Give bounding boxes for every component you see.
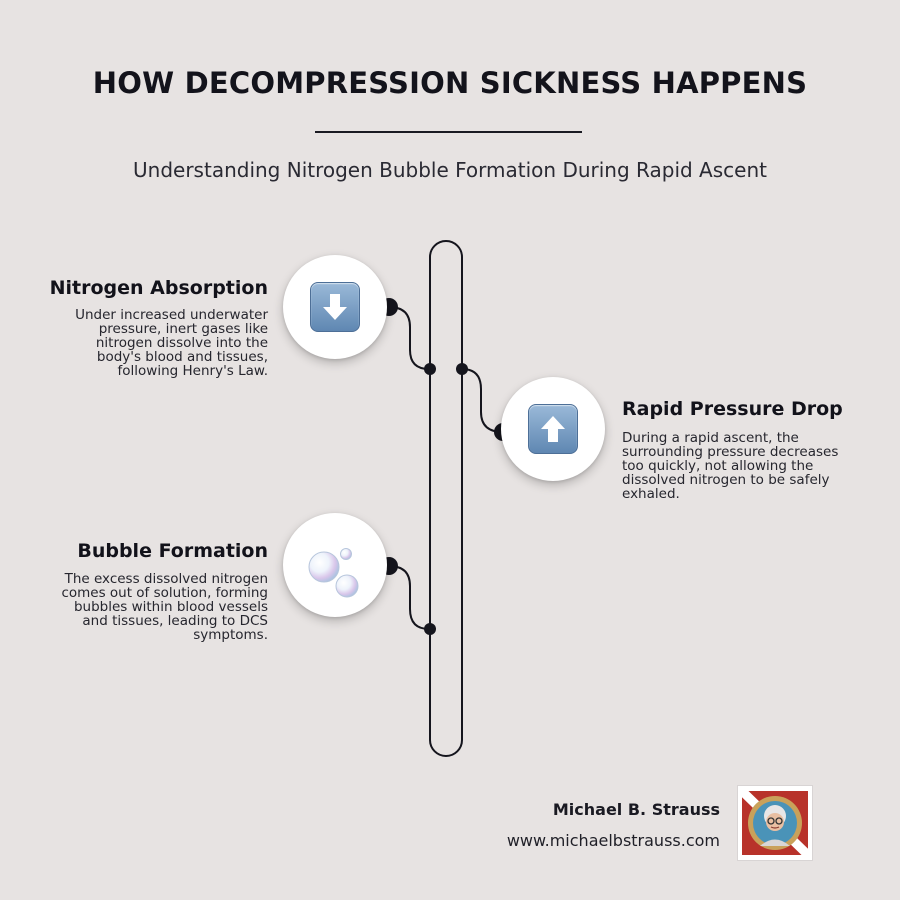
step-1-icon-circle [283,255,387,359]
step-1-heading: Nitrogen Absorption [49,277,268,299]
down-arrow-icon [310,282,360,332]
timeline-track [429,240,463,757]
author-name: Michael B. Strauss [552,800,720,819]
author-avatar-logo [737,785,813,861]
step-2-icon-circle [501,377,605,481]
connector-dot-step-3-end [424,623,436,635]
connector-step-3 [388,565,430,630]
title-divider [315,131,582,133]
connector-step-1 [388,306,430,370]
step-2-description: During a rapid ascent, the surrounding p… [622,430,839,502]
connector-step-2 [461,368,504,433]
page-title: HOW DECOMPRESSION SICKNESS HAPPENS [92,66,808,100]
author-website-link[interactable]: www.michaelbstrauss.com [506,831,720,850]
connector-dot-step-1-end [424,363,436,375]
page-subtitle: Understanding Nitrogen Bubble Formation … [133,158,767,182]
step-3-heading: Bubble Formation [77,540,268,562]
up-arrow-icon [528,404,578,454]
step-3-description: The excess dissolved nitrogen comes out … [61,571,268,643]
step-3-icon-circle [283,513,387,617]
connector-dot-step-2-start [456,363,468,375]
step-2-heading: Rapid Pressure Drop [622,398,843,420]
step-1-description: Under increased underwater pressure, ine… [75,307,268,379]
bubbles-icon [308,548,359,598]
